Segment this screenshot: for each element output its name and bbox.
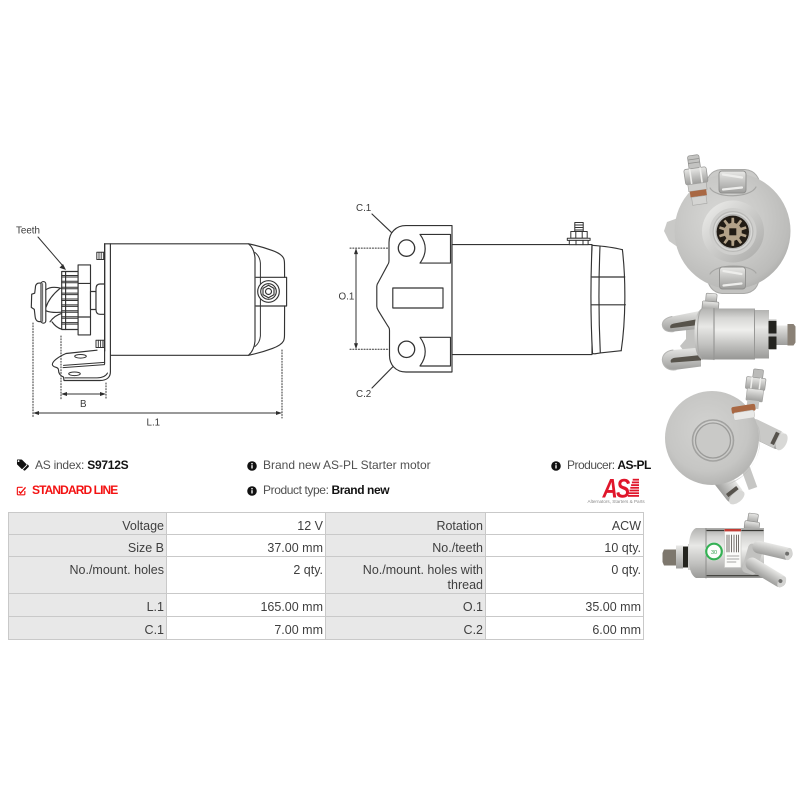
svg-text:L.1: L.1 <box>147 418 161 429</box>
svg-text:Alternators, Starters & Parts: Alternators, Starters & Parts <box>588 499 646 504</box>
svg-text:AS: AS <box>602 476 630 504</box>
svg-text:Teeth: Teeth <box>16 226 40 237</box>
svg-text:B: B <box>80 399 87 410</box>
svg-text:C.2: C.2 <box>356 389 371 400</box>
svg-text:30: 30 <box>711 550 717 556</box>
svg-text:O.1: O.1 <box>339 292 355 303</box>
svg-text:C.1: C.1 <box>356 203 371 214</box>
